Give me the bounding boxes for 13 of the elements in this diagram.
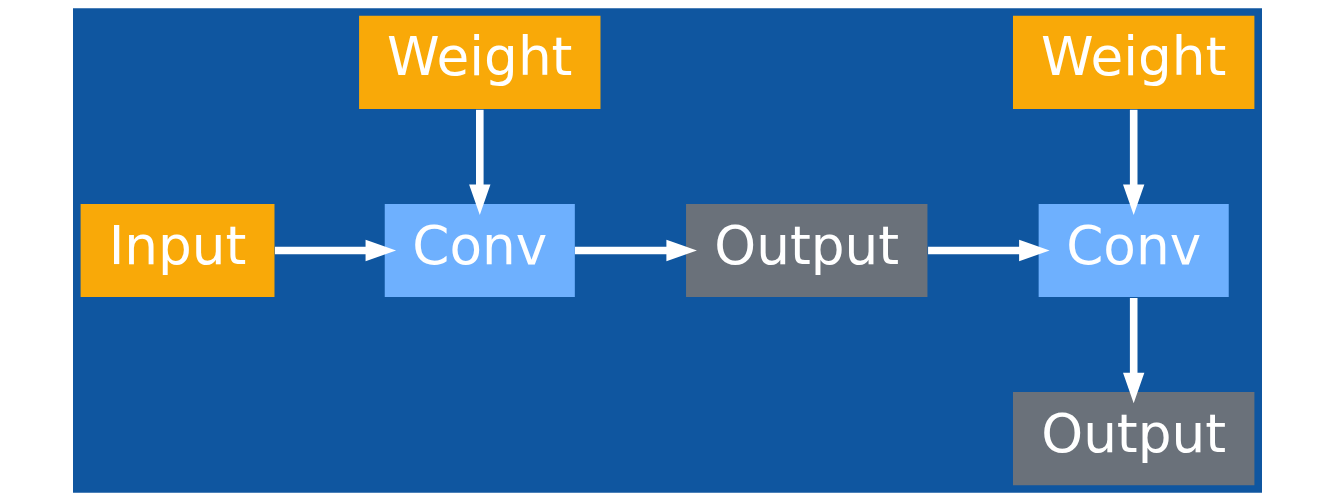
- arrow: [1123, 298, 1145, 404]
- node-box: Conv: [1038, 203, 1229, 298]
- node-box: Weight: [359, 15, 601, 109]
- arrow: [469, 109, 491, 216]
- node-box: Output: [686, 203, 928, 298]
- arrow: [928, 239, 1050, 262]
- arrow: [1123, 109, 1145, 216]
- node-box: Input: [80, 203, 275, 298]
- arrow: [274, 239, 397, 262]
- arrow: [574, 239, 697, 262]
- node-box: Conv: [384, 203, 575, 298]
- node-box: Weight: [1013, 15, 1255, 109]
- node-box: Output: [1013, 392, 1255, 486]
